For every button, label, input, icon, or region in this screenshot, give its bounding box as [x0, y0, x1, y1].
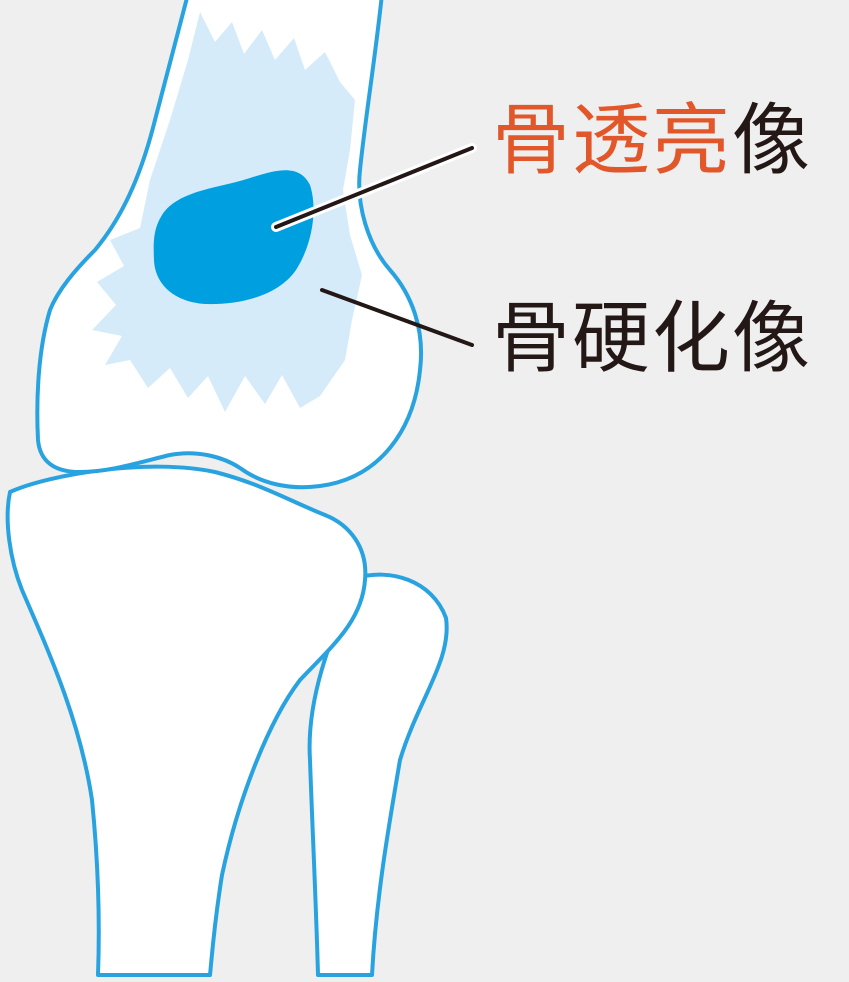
osteolytic-label-accent: 骨透亮 — [492, 96, 733, 186]
fibula — [307, 572, 449, 977]
osteolytic-label-suffix: 像 — [732, 96, 813, 186]
lucent-lesion — [153, 170, 314, 305]
sclerotic-label: 骨硬化像 — [492, 294, 813, 384]
osteolytic-label: 骨透亮像 — [492, 102, 812, 180]
leader-line-lucent — [274, 146, 474, 229]
tibia — [5, 464, 368, 977]
leader-line-sclerotic — [320, 288, 474, 347]
